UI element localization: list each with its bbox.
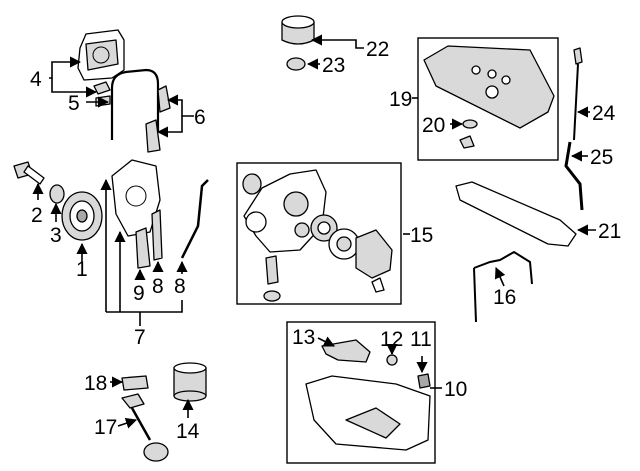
cover-gasket-lower[interactable] xyxy=(145,119,161,153)
cover-gasket-upper[interactable] xyxy=(157,85,171,113)
callout-25: 25 xyxy=(590,146,613,169)
callout-19: 19 xyxy=(389,88,412,111)
oil-pump-group-box xyxy=(236,162,402,305)
callout-11: 11 xyxy=(410,328,432,351)
callout-13: 13 xyxy=(292,326,315,349)
callout-2: 2 xyxy=(31,204,43,227)
callout-16: 16 xyxy=(493,286,516,309)
oil-filler-cap[interactable] xyxy=(281,15,315,45)
callout-23: 23 xyxy=(322,54,345,77)
timing-cover-clip-part[interactable] xyxy=(93,81,111,95)
leader-4 xyxy=(49,56,82,79)
callout-5: 5 xyxy=(68,92,80,115)
timing-cover-bracket-part[interactable] xyxy=(95,95,111,107)
oil-strainer[interactable] xyxy=(121,393,169,462)
oil-pan[interactable] xyxy=(305,375,431,451)
callout-18: 18 xyxy=(84,372,107,395)
callout-4: 4 xyxy=(30,68,42,91)
callout-21: 21 xyxy=(598,220,621,243)
oil-pump-cover-plate[interactable] xyxy=(355,229,393,279)
callout-7: 7 xyxy=(134,326,146,349)
leader-6 xyxy=(166,94,194,117)
valve-cover-gasket-piece[interactable] xyxy=(459,135,475,149)
oil-filler-cap-seal[interactable] xyxy=(286,57,306,71)
relief-valve-part[interactable] xyxy=(265,255,279,285)
cover-gasket-part[interactable] xyxy=(135,227,151,269)
callout-17: 17 xyxy=(94,416,117,439)
oil-pan-seal-washer[interactable] xyxy=(386,354,398,366)
leader-16 xyxy=(494,266,506,287)
crankshaft-bolt[interactable] xyxy=(13,161,45,185)
leader-6b xyxy=(156,116,183,138)
crankshaft-washer[interactable] xyxy=(49,184,65,204)
timing-seal-strip[interactable] xyxy=(151,209,163,261)
oil-dipstick[interactable] xyxy=(573,47,583,141)
drain-plug[interactable] xyxy=(417,373,431,389)
leader-13 xyxy=(317,336,336,347)
callout-24: 24 xyxy=(592,102,616,125)
oil-pump-housing[interactable] xyxy=(242,169,327,253)
callout-3: 3 xyxy=(50,224,62,247)
oil-pump-plug[interactable] xyxy=(263,290,281,302)
callout-15: 15 xyxy=(410,224,433,247)
valve-cover-seal-ring[interactable] xyxy=(462,119,478,129)
leader-22 xyxy=(310,34,364,49)
valve-cover-gasket[interactable] xyxy=(455,181,577,247)
front-cover-gasket[interactable] xyxy=(473,250,533,323)
oil-cooler-gasket[interactable] xyxy=(121,375,149,391)
callout-14: 14 xyxy=(176,420,200,443)
oil-filter[interactable] xyxy=(173,362,207,402)
oil-pan-group-box xyxy=(286,321,436,464)
callout-12: 12 xyxy=(380,328,403,351)
oil-pump-rotor[interactable] xyxy=(310,214,338,242)
upper-timing-cover[interactable] xyxy=(77,29,125,81)
callout-10: 10 xyxy=(444,378,467,401)
callout-22: 22 xyxy=(366,38,389,61)
valve-cover-group-box xyxy=(417,37,559,161)
callout-8a: 8 xyxy=(152,275,164,298)
timing-cover-seal[interactable] xyxy=(110,68,160,140)
callout-9: 9 xyxy=(133,282,145,305)
valve-cover[interactable] xyxy=(423,45,555,129)
oil-pump-gear[interactable] xyxy=(328,228,360,260)
crankshaft-pulley[interactable] xyxy=(61,191,103,241)
callout-6: 6 xyxy=(194,106,206,129)
callout-20: 20 xyxy=(422,114,445,137)
callout-8b: 8 xyxy=(174,275,186,298)
dipstick-tube[interactable] xyxy=(564,141,584,211)
timing-seal-rod[interactable] xyxy=(180,179,209,259)
oil-pump-bolt[interactable] xyxy=(371,277,385,293)
leader-4b xyxy=(51,78,98,98)
callout-1: 1 xyxy=(76,258,88,281)
leader-7c xyxy=(106,300,183,313)
leader-17 xyxy=(117,417,138,429)
